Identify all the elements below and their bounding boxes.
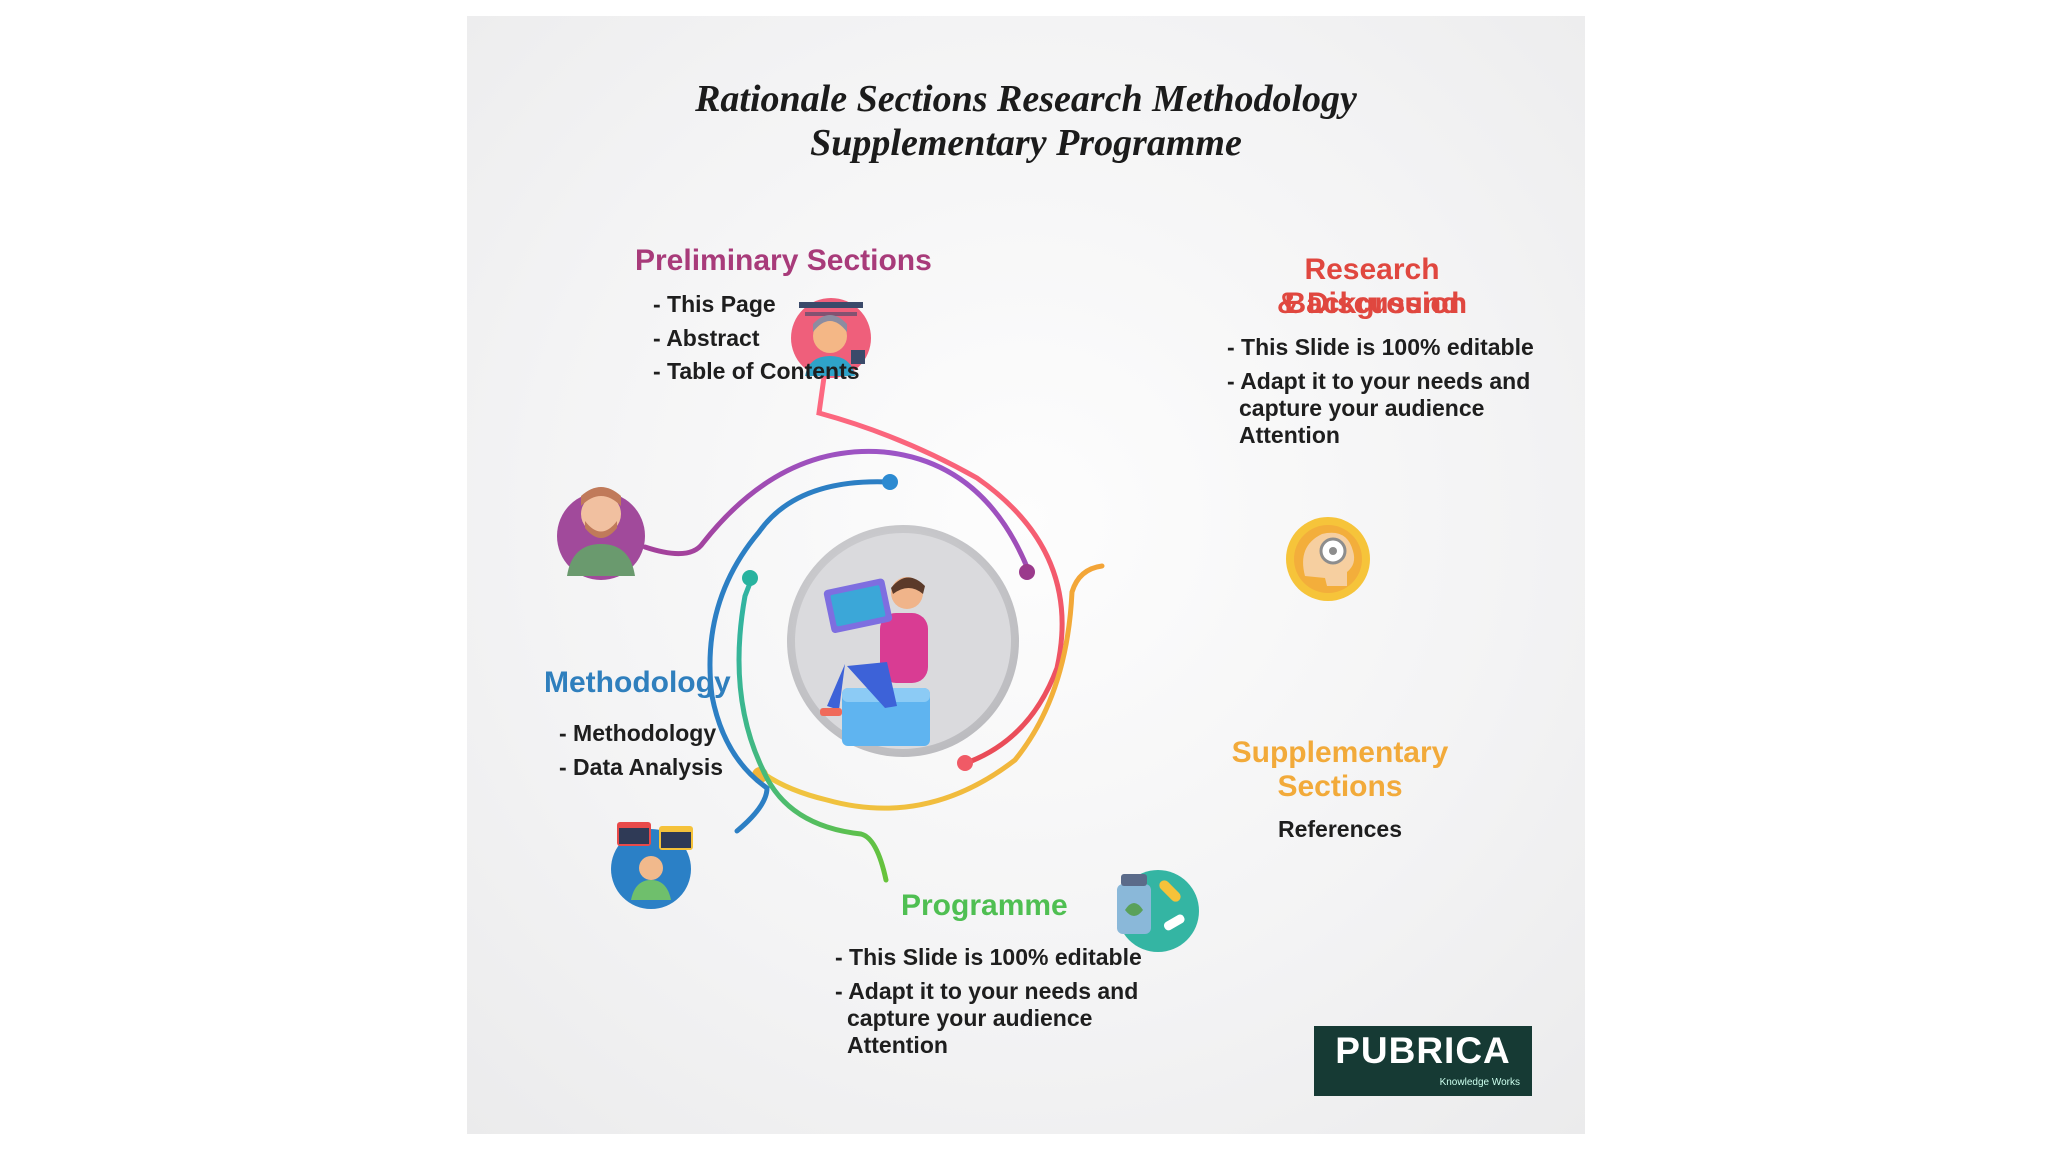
supplementary-item: References [1277, 816, 1403, 842]
laptop-user-icon [820, 577, 930, 746]
programme-item: capture your audience [847, 1005, 1093, 1031]
programme-item: - This Slide is 100% editable [835, 944, 1142, 970]
orange-connector [761, 563, 1105, 811]
research-heading-line-1: Research Background [1284, 253, 1460, 320]
preliminary-heading: Preliminary Sections [635, 244, 932, 277]
programme-item: - Adapt it to your needs and [835, 978, 1139, 1004]
slide: Rationale Sections Research Methodology … [467, 16, 1585, 1134]
research-heading-line-2: & Discussion [1276, 287, 1468, 320]
research-item: - This Slide is 100% editable [1227, 334, 1534, 360]
purple-node [1019, 564, 1035, 580]
brain-gear-icon [1286, 517, 1370, 601]
preliminary-item: - Table of Contents [653, 358, 860, 384]
preliminary-item: - This Page [653, 291, 776, 317]
researcher-icon [791, 298, 871, 378]
blue-node [882, 474, 898, 490]
title-line-2: Supplementary Programme [810, 122, 1242, 164]
green-connector [736, 580, 889, 883]
supplementary-heading-line-1: Supplementary [1231, 736, 1449, 769]
red-node [957, 755, 973, 771]
medicine-icon [1117, 870, 1199, 952]
research-item: capture your audience [1239, 395, 1485, 421]
blue-connector [707, 479, 893, 834]
logo-tagline: Knowledge Works [1439, 1077, 1520, 1088]
purple-connector [642, 448, 1030, 570]
preliminary-item: - Abstract [653, 325, 760, 351]
methodology-item: - Data Analysis [559, 754, 724, 780]
presenter-icon [557, 487, 645, 580]
methodology-item: - Methodology [559, 720, 717, 746]
programme-item: Attention [847, 1032, 948, 1058]
logo-name: PUBRICA [1335, 1030, 1511, 1071]
methodology-heading: Methodology [544, 666, 731, 699]
pubrica-logo: PUBRICA Knowledge Works [1314, 1026, 1532, 1096]
research-item: Attention [1239, 422, 1340, 448]
supplementary-heading-line-2: Sections [1277, 770, 1403, 803]
process-diagram [557, 298, 1370, 952]
programme-heading: Programme [901, 889, 1068, 922]
research-item: - Adapt it to your needs and [1227, 368, 1531, 394]
red-connector [816, 353, 1065, 765]
developer-icon [611, 822, 693, 909]
green-node [742, 570, 758, 586]
title-line-1: Rationale Sections Research Methodology [695, 78, 1357, 120]
